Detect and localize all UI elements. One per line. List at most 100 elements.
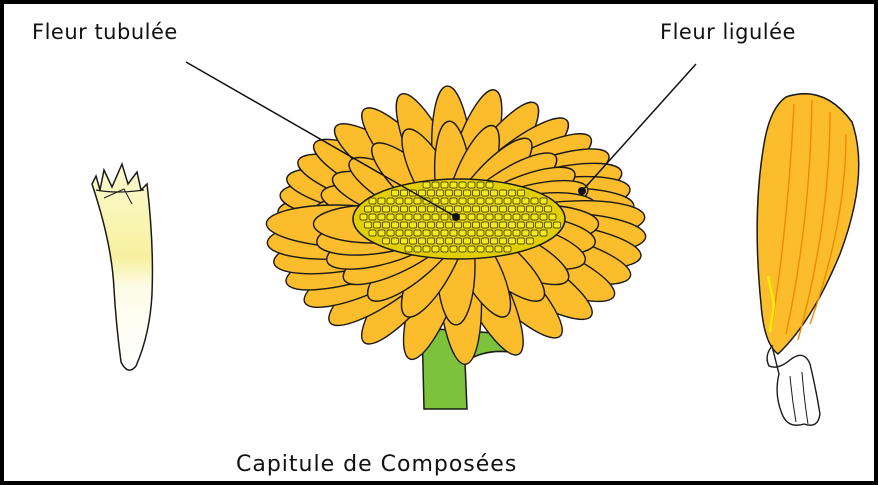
disc-floret-cell <box>410 206 417 212</box>
disc-floret-cell <box>455 238 462 244</box>
disc-floret-cell <box>545 206 552 212</box>
disc-floret-cell <box>468 230 475 236</box>
disc-floret-cell <box>396 214 403 220</box>
disc-floret-cell <box>486 230 493 236</box>
disc-floret-cell <box>405 198 412 204</box>
disc-floret-cell <box>432 182 439 188</box>
disc-floret-cell <box>428 238 435 244</box>
label-fleur-ligulee: Fleur ligulée <box>660 20 796 44</box>
disc-floret-cell <box>500 206 507 212</box>
disc-floret-cell <box>468 246 475 252</box>
disc-floret-cell <box>540 198 547 204</box>
disc-floret-cell <box>473 190 480 196</box>
disc-floret-cell <box>527 222 534 228</box>
disc-floret-cell <box>500 222 507 228</box>
disc-floret-cell <box>486 182 493 188</box>
disc-floret-cell <box>441 214 448 220</box>
disc-floret-cell <box>464 238 471 244</box>
disc-floret-cell <box>446 222 453 228</box>
disc-floret-cell <box>509 222 516 228</box>
disc-floret-cell <box>365 206 372 212</box>
disc-floret-cell <box>464 222 471 228</box>
disc-floret-cell <box>531 198 538 204</box>
disc-floret-cell <box>437 238 444 244</box>
disc-floret-cell <box>419 190 426 196</box>
disc-floret-cell <box>477 230 484 236</box>
disc-floret-cell <box>549 214 556 220</box>
disc-floret-cell <box>410 238 417 244</box>
disc-floret-cell <box>513 230 520 236</box>
disc-floret-cell <box>423 182 430 188</box>
disc-floret-cell <box>441 198 448 204</box>
disc-floret-cell <box>387 230 394 236</box>
disc-floret-cell <box>527 238 534 244</box>
disc-floret-cell <box>392 206 399 212</box>
disc-floret-cell <box>423 230 430 236</box>
disc-floret-cell <box>495 198 502 204</box>
disc-floret-cell <box>495 230 502 236</box>
disc-floret-cell <box>387 198 394 204</box>
disc-floret-cell <box>540 230 547 236</box>
disc-floret-cell <box>446 238 453 244</box>
disc-floret-cell <box>486 246 493 252</box>
disc-floret-cell <box>509 206 516 212</box>
disc-floret-cell <box>513 198 520 204</box>
disc-floret-cell <box>432 214 439 220</box>
disc-floret-cell <box>450 198 457 204</box>
disc-floret-cell <box>414 214 421 220</box>
disc-floret-cell <box>405 214 412 220</box>
disc-floret-cell <box>432 246 439 252</box>
disc-floret-cell <box>459 246 466 252</box>
disc-floret-cell <box>491 190 498 196</box>
disc-floret-cell <box>518 222 525 228</box>
disc-floret-cell <box>513 214 520 220</box>
disc-floret-cell <box>531 230 538 236</box>
disc-floret-cell <box>401 238 408 244</box>
disc-floret-cell <box>536 222 543 228</box>
disc-floret-cell <box>450 246 457 252</box>
disc-floret-cell <box>396 198 403 204</box>
disc-floret-cell <box>450 230 457 236</box>
disc-floret-cell <box>374 206 381 212</box>
disc-floret-cell <box>482 222 489 228</box>
disc-floret-cell <box>383 238 390 244</box>
disc-floret-cell <box>437 190 444 196</box>
disc-floret-cell <box>518 238 525 244</box>
disc-floret-cell <box>383 222 390 228</box>
disc-floret-cell <box>419 206 426 212</box>
disc-floret-cell <box>522 214 529 220</box>
disc-floret-cell <box>459 182 466 188</box>
disc-floret-cell <box>500 238 507 244</box>
disc-floret-cell <box>482 190 489 196</box>
disc-floret-cell <box>518 190 525 196</box>
disc-floret-cell <box>455 190 462 196</box>
disc-floret-cell <box>477 246 484 252</box>
disc-floret-cell <box>473 206 480 212</box>
disc-floret-cell <box>491 238 498 244</box>
disc-floret-cell <box>495 246 502 252</box>
disc-floret-cell <box>509 190 516 196</box>
disc-floret-cell <box>428 222 435 228</box>
disc-floret-cell <box>401 206 408 212</box>
disc-floret-cell <box>437 222 444 228</box>
disc-floret-cell <box>504 198 511 204</box>
disc-floret-cell <box>540 214 547 220</box>
disc-floret-cell <box>477 198 484 204</box>
disc-floret-cell <box>482 206 489 212</box>
disc-floret-cell <box>491 206 498 212</box>
disc-floret-cell <box>491 222 498 228</box>
caption: Capitule de Composées <box>236 452 517 477</box>
disc-floret-cell <box>473 222 480 228</box>
disc-floret-cell <box>441 246 448 252</box>
disc-floret-cell <box>383 206 390 212</box>
disc-florets <box>353 179 565 259</box>
disc-floret-cell <box>441 230 448 236</box>
disc-floret-cell <box>486 214 493 220</box>
flower-head-illustration <box>4 4 874 481</box>
disc-floret-cell <box>419 222 426 228</box>
disc-floret-cell <box>414 230 421 236</box>
disc-floret-cell <box>468 214 475 220</box>
label-fleur-tubulee: Fleur tubulée <box>32 20 178 44</box>
disc-floret-cell <box>455 222 462 228</box>
disc-floret-cell <box>464 190 471 196</box>
